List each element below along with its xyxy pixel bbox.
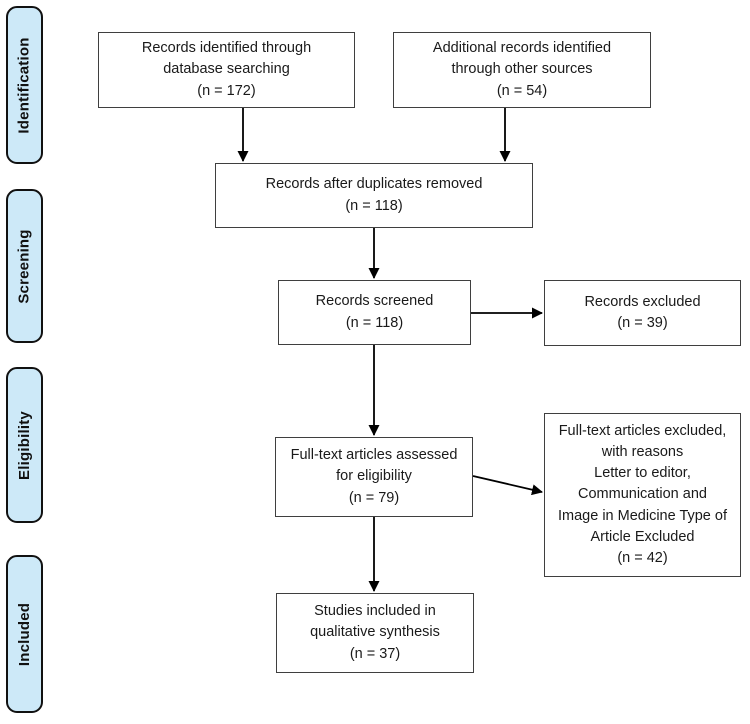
stage-label-included: Included [6, 555, 43, 713]
stage-label-text: Eligibility [16, 410, 33, 480]
stage-label-identification: Identification [6, 6, 43, 164]
flow-box-text: Additional records identified through ot… [432, 40, 612, 99]
flow-box-records-screened: Records screened (n = 118) [278, 280, 471, 345]
flow-box-studies-included: Studies included in qualitative synthesi… [276, 593, 474, 673]
stage-label-text: Identification [16, 36, 34, 134]
flow-box-text: Records after duplicates removed (n = 11… [265, 176, 483, 214]
stage-label-screening: Screening [6, 189, 43, 343]
flow-box-text: Full-text articles excluded, with reason… [558, 423, 727, 566]
flow-box-records-excluded: Records excluded (n = 39) [544, 280, 741, 346]
flow-box-additional-records: Additional records identified through ot… [393, 32, 651, 108]
stage-label-eligibility: Eligibility [6, 367, 43, 523]
flow-box-text: Studies included in qualitative synthesi… [310, 603, 440, 662]
flow-box-text: Records screened (n = 118) [315, 293, 434, 331]
flow-box-fulltext-excluded: Full-text articles excluded, with reason… [544, 413, 741, 577]
flow-box-text: Records identified through database sear… [141, 40, 312, 99]
flow-box-fulltext-assessed: Full-text articles assessed for eligibil… [275, 437, 473, 517]
arrow-fulltext-to-excluded [472, 475, 543, 496]
flow-box-records-identified: Records identified through database sear… [98, 32, 355, 108]
stage-label-text: Included [16, 602, 33, 666]
flow-box-duplicates-removed: Records after duplicates removed (n = 11… [215, 163, 533, 228]
flow-box-text: Full-text articles assessed for eligibil… [290, 447, 458, 506]
flow-box-text: Records excluded (n = 39) [584, 293, 701, 331]
stage-label-text: Screening [16, 228, 34, 304]
